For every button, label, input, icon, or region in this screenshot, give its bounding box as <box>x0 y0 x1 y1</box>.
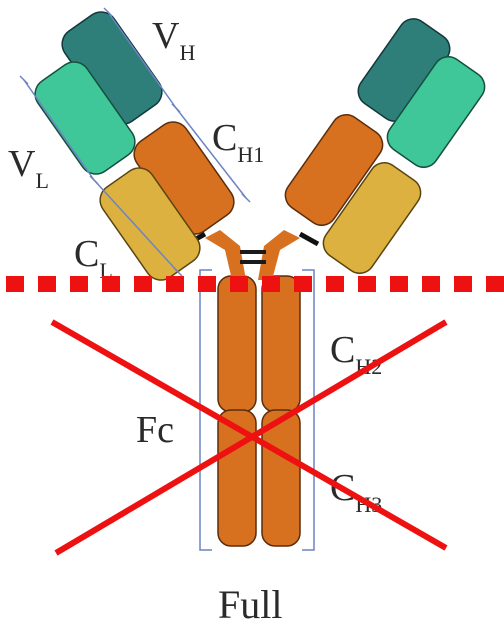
fab-left <box>29 6 240 287</box>
cl-label: CL <box>74 233 113 283</box>
ch1-label: CH1 <box>212 117 264 167</box>
hinge-right <box>258 230 300 280</box>
fc-right-bracket <box>302 270 314 550</box>
hinge-left <box>205 230 246 280</box>
ch2-label: CH2 <box>330 329 382 379</box>
light-heavy-bond-right <box>300 234 318 244</box>
fc-region <box>218 276 300 546</box>
hinge-region <box>187 230 318 280</box>
ch2-left-domain <box>218 276 256 412</box>
full-label: Full <box>218 582 282 625</box>
vl-label: VL <box>8 143 49 193</box>
vh-label: VH <box>152 15 195 65</box>
fc-label: Fc <box>136 409 174 451</box>
ch2-right-domain <box>262 276 300 412</box>
